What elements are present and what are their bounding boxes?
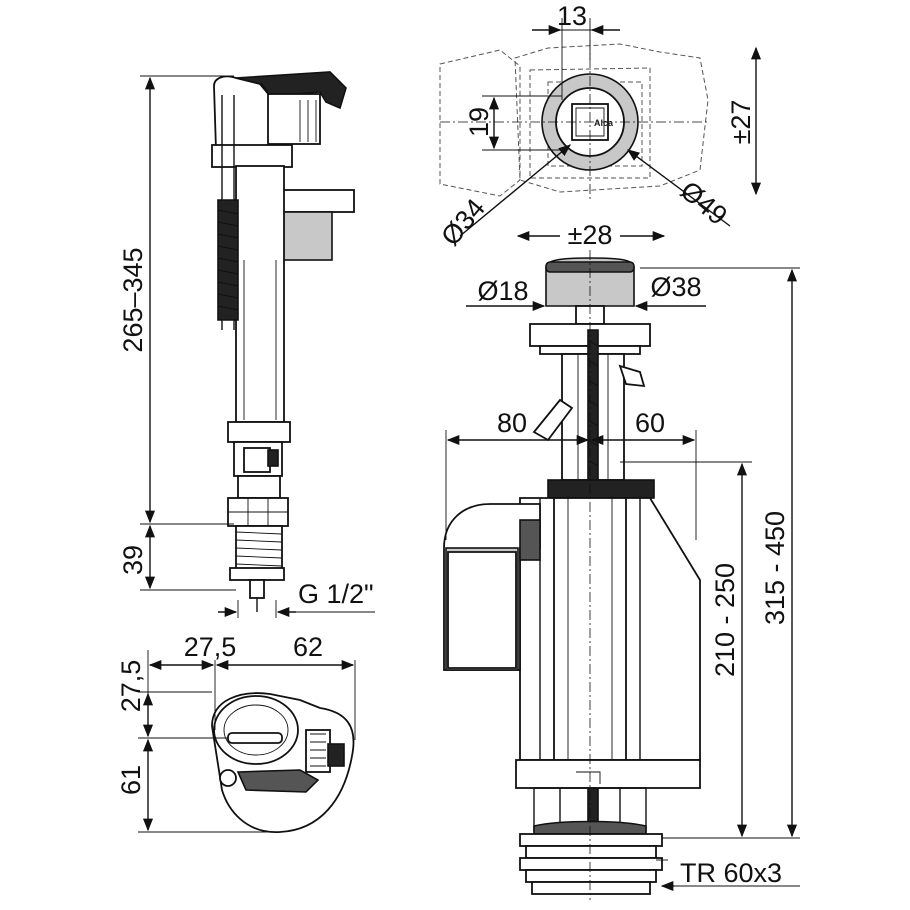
adjust-vertical-label: ±27: [726, 100, 756, 145]
thread-height-label: 39: [118, 545, 148, 575]
fill-valve-height-label: 265–345: [118, 247, 148, 352]
fill-valve-dimensions: 265–345 39 G 1/2": [118, 75, 375, 618]
top-offset-x-label: 27,5: [184, 632, 237, 662]
base-thread-label: TR 60x3: [680, 858, 782, 888]
adjust-horizontal-label: ±28: [568, 220, 613, 250]
flush-valve-height-label: 315 - 450: [760, 511, 790, 625]
inner-diameter-label: Ø34: [435, 193, 491, 251]
left-reach-label: 80: [497, 408, 527, 438]
fill-valve-top-view: [211, 692, 355, 833]
outer-diameter-label: Ø49: [675, 175, 733, 231]
top-offset-y-label: 27,5: [116, 660, 146, 713]
fill-valve-side-view: [211, 71, 355, 612]
brand-logo: Alca: [594, 118, 614, 128]
stem-diameter-label: Ø18: [477, 276, 528, 306]
top-view-dimensions: 27,5 62 27,5 61: [116, 632, 356, 833]
button-height-label: 19: [464, 107, 494, 137]
thread-spec-label: G 1/2": [298, 579, 374, 609]
button-diameter-label: Ø38: [650, 272, 701, 302]
right-reach-label: 60: [635, 408, 665, 438]
top-width-label: 62: [293, 632, 323, 662]
top-depth-label: 61: [116, 765, 146, 795]
flush-valve-side-view: [443, 250, 701, 900]
overflow-height-label: 210 - 250: [710, 563, 740, 677]
flush-valve-dimensions: Ø18 Ø38 80 60 210 - 250 315 - 450 TR 60x…: [445, 267, 800, 892]
button-hole-label: 13: [557, 1, 587, 31]
